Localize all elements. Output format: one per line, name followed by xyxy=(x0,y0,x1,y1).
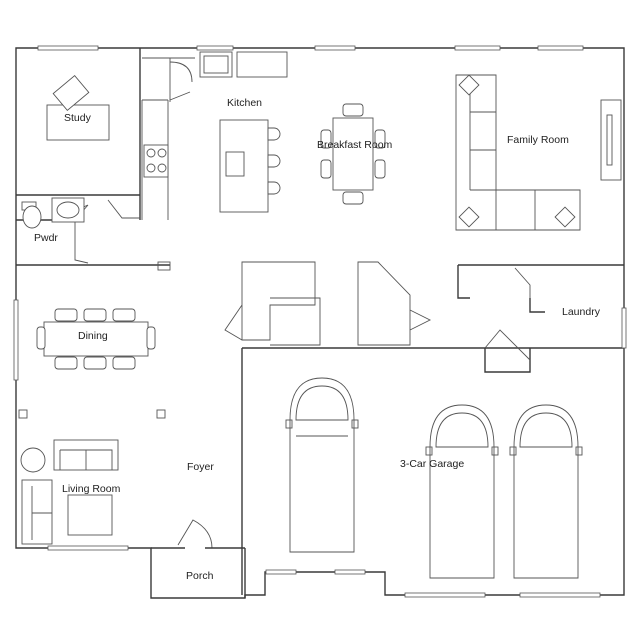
label-foyer: Foyer xyxy=(187,461,214,473)
columns xyxy=(18,409,166,419)
car-2 xyxy=(425,404,499,579)
label-kitchen: Kitchen xyxy=(227,97,262,109)
label-dining: Dining xyxy=(78,330,108,342)
label-pwdr: Pwdr xyxy=(34,232,58,244)
label-garage: 3-Car Garage xyxy=(400,458,464,470)
living-furniture xyxy=(20,439,119,545)
label-porch: Porch xyxy=(186,570,214,582)
room-labels: Study Kitchen Breakfast Room Family Room… xyxy=(34,97,601,582)
label-laundry: Laundry xyxy=(562,306,601,318)
interior-walls xyxy=(16,48,624,595)
label-study: Study xyxy=(64,112,92,124)
family-sectional xyxy=(455,74,622,231)
windows xyxy=(13,45,627,598)
study-furniture xyxy=(46,74,110,141)
car-1 xyxy=(285,377,359,553)
powder-room-fixtures xyxy=(21,197,85,229)
label-living-room: Living Room xyxy=(62,483,121,495)
label-breakfast-room: Breakfast Room xyxy=(317,139,393,151)
kitchen-furniture xyxy=(143,51,288,213)
garage-cars xyxy=(285,377,583,579)
label-family-room: Family Room xyxy=(507,134,569,146)
dining-table xyxy=(36,308,156,370)
breakfast-table xyxy=(320,103,386,205)
porch-door xyxy=(151,519,245,549)
car-3 xyxy=(509,404,583,579)
